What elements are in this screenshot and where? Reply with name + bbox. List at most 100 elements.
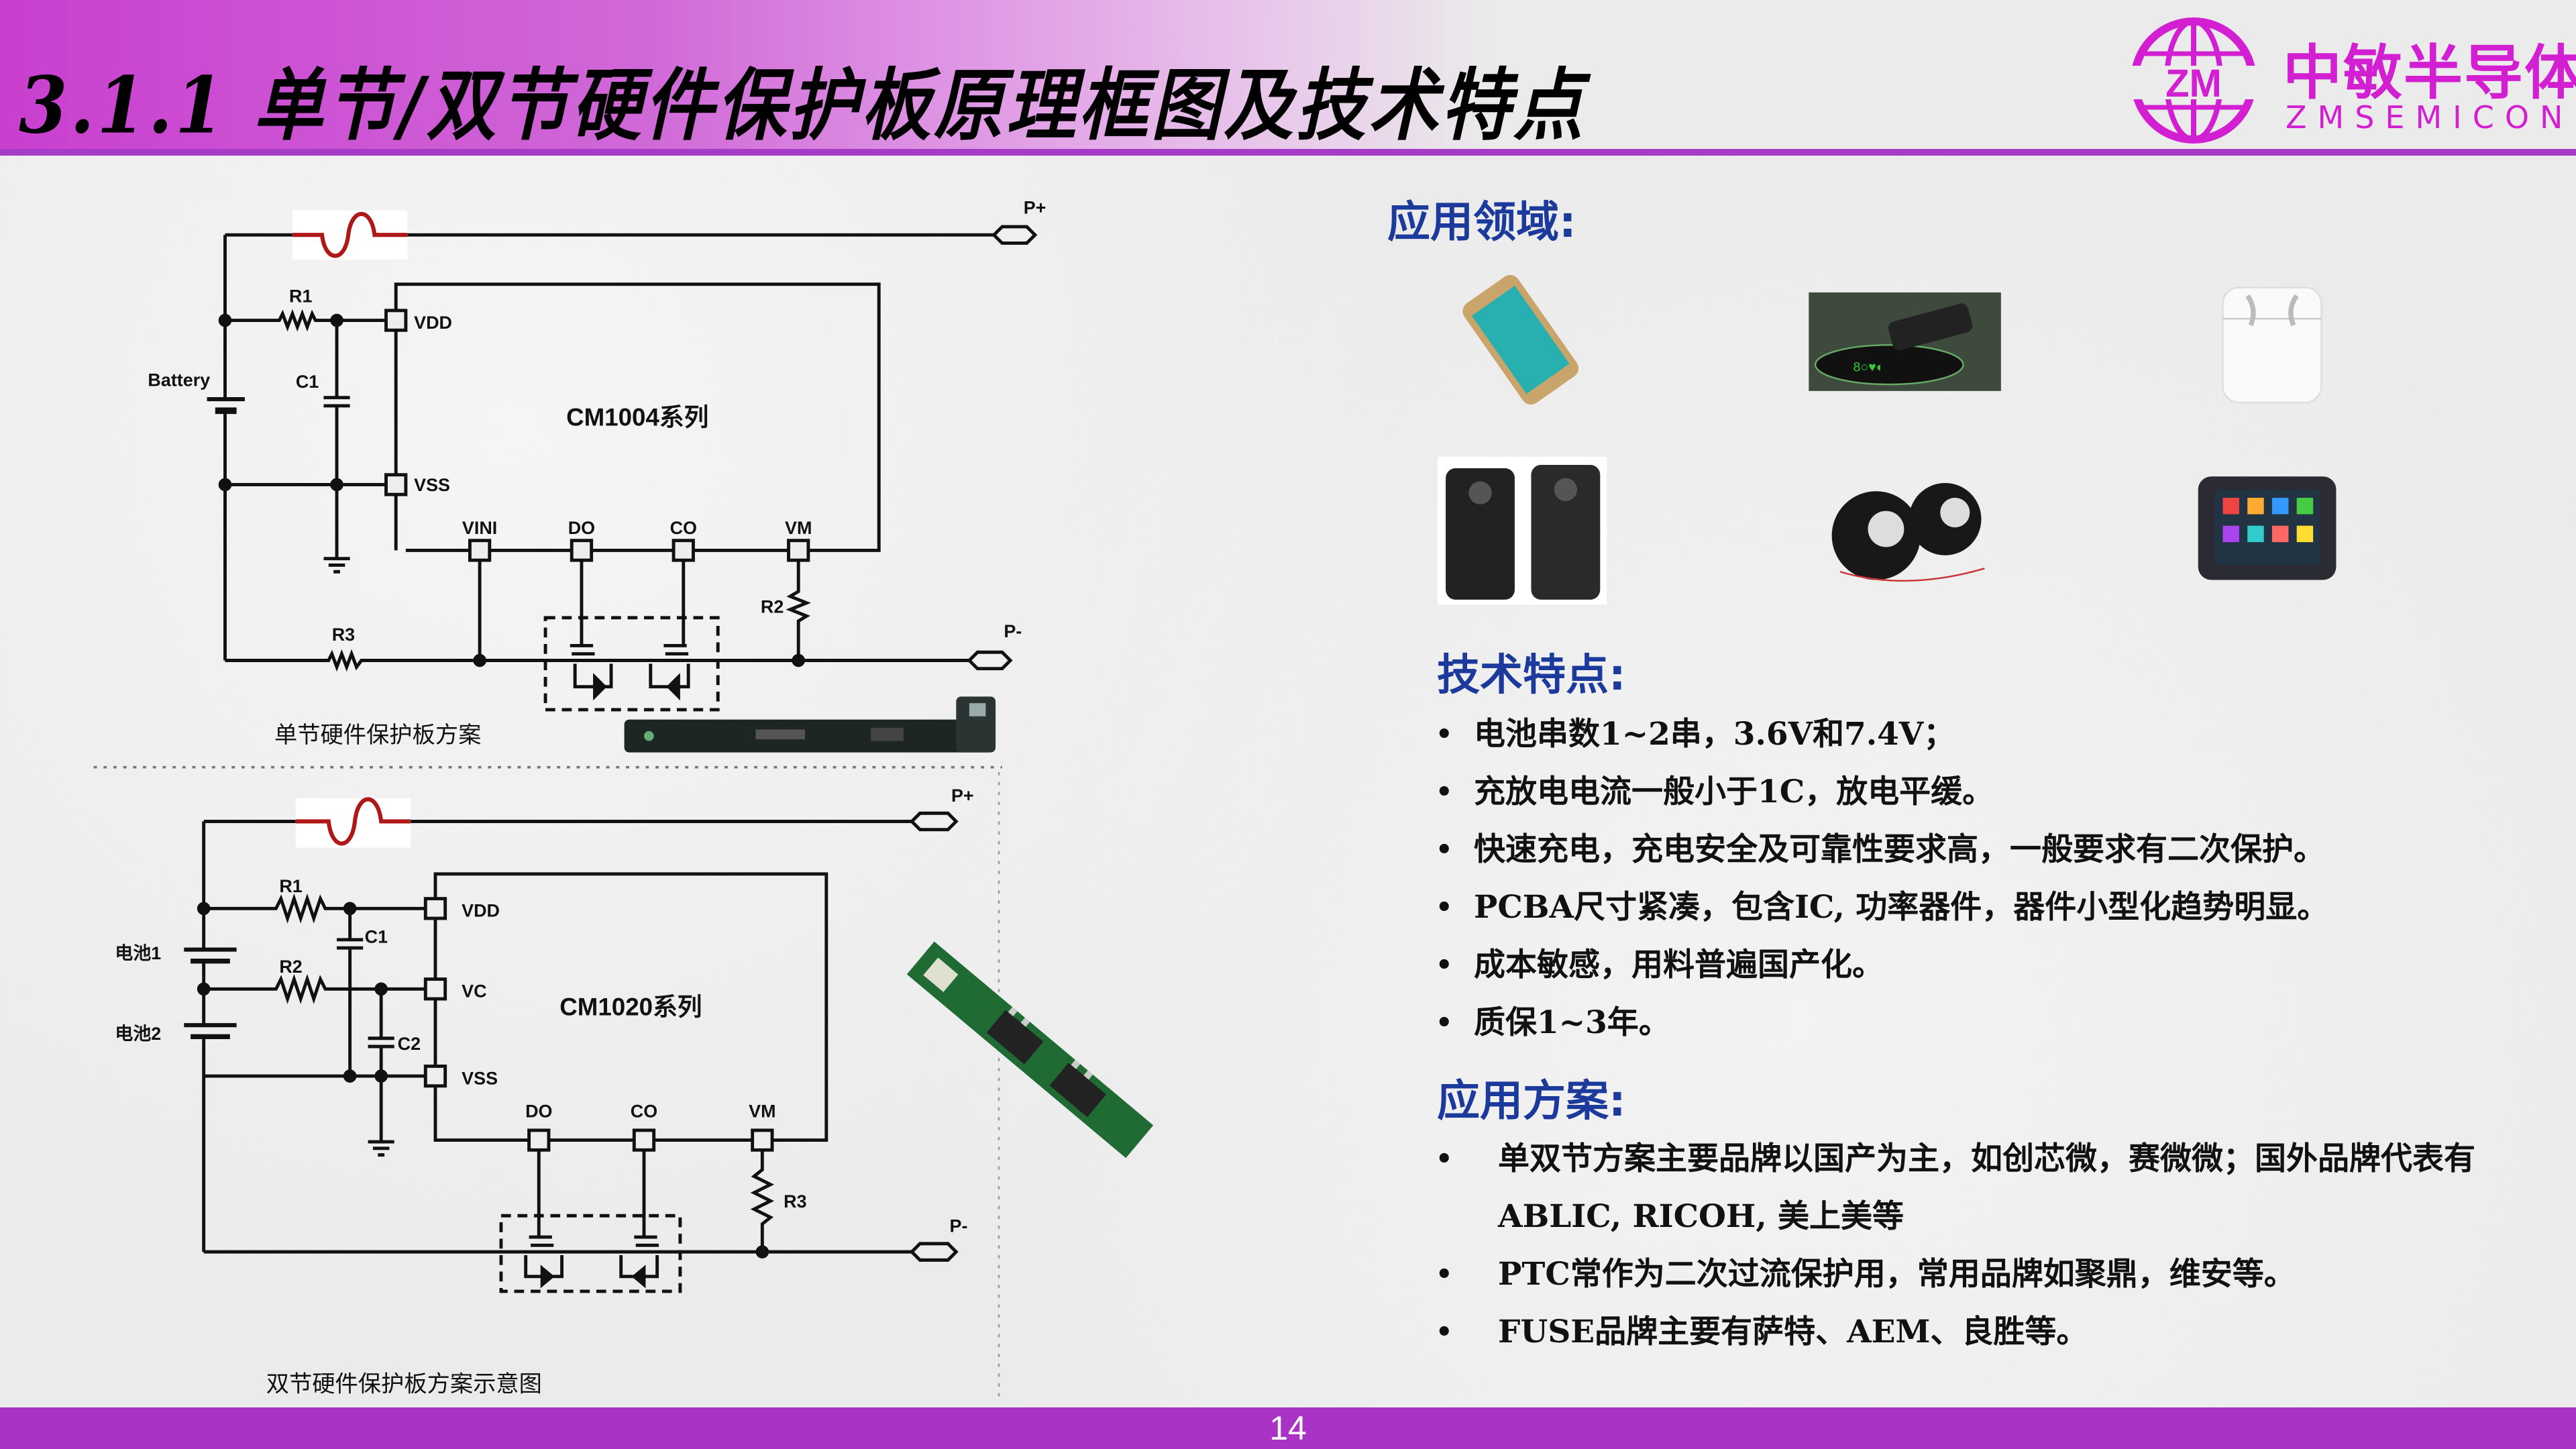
bullet-icon: • xyxy=(1436,776,1453,808)
smartphone-image xyxy=(1462,274,1579,405)
page-number: 14 xyxy=(1269,1409,1307,1447)
feature-text: 快速充电，充电安全及可靠性要求高，一般要求有二次保护。 xyxy=(1474,831,2325,868)
smart-band-image: 8○♥◐ xyxy=(1809,292,2001,391)
pin-vm: VM xyxy=(785,518,812,538)
capacitor-c1 xyxy=(323,320,350,559)
label-c2: C2 xyxy=(398,1034,421,1054)
dual-cell-caption: 双节硬件保护板方案示意图 xyxy=(266,1371,542,1397)
pin-do: DO xyxy=(568,518,595,538)
footer-bar xyxy=(0,1407,2576,1449)
pin-do: DO xyxy=(525,1101,552,1121)
pin-vss: VSS xyxy=(414,475,450,495)
pin-co: CO xyxy=(631,1101,657,1121)
label-r2: R2 xyxy=(761,596,784,616)
feature-text: 质保1~3年。 xyxy=(1474,1004,1670,1041)
pin-vss: VSS xyxy=(462,1068,498,1088)
bullet-icon: • xyxy=(1436,718,1453,750)
chip-label: CM1020系列 xyxy=(559,993,702,1020)
single-cell-pcb-image xyxy=(624,696,996,753)
label-r3: R3 xyxy=(332,625,355,645)
p-plus-terminal xyxy=(909,811,959,832)
p-plus-terminal xyxy=(991,225,1038,245)
ground-icon xyxy=(323,557,350,574)
body-camera-image xyxy=(1437,456,1607,605)
logo-name-cn: 中敏半导体 xyxy=(2283,38,2576,107)
list-item: • 电池串数1~2串，3.6V和7.4V； xyxy=(1436,706,2563,763)
feature-text: PCBA尺寸紧凑，包含IC, 功率器件，器件小型化趋势明显。 xyxy=(1474,889,2329,926)
list-item: • PTC常作为二次过流保护用，常用品牌如聚鼎，维安等。 xyxy=(1436,1246,2509,1303)
page-title: 3.1.1 单节/双节硬件保护板原理框图及技术特点 xyxy=(19,58,1586,152)
label-p-minus: P- xyxy=(1004,621,1022,641)
features-list: •电池串数1~2串，3.6V和7.4V； •充放电电流一般小于1C，放电平缓。 … xyxy=(1436,706,2563,1052)
bullet-icon: • xyxy=(1436,834,1453,865)
label-p-plus: P+ xyxy=(951,786,974,806)
label-r3: R3 xyxy=(784,1191,806,1212)
fuse-symbol xyxy=(292,212,408,258)
features-heading: 技术特点: xyxy=(1437,651,1626,700)
applications-heading: 应用领域: xyxy=(1387,198,1576,248)
solutions-heading: 应用方案: xyxy=(1437,1077,1626,1126)
feature-text: 电池串数1~2串，3.6V和7.4V； xyxy=(1474,716,1955,753)
bullet-icon: • xyxy=(1436,1007,1453,1038)
list-item: • FUSE品牌主要有萨特、AEM、良胜等。 xyxy=(1436,1303,2509,1361)
feature-text: 成本敏感，用料普遍国产化。 xyxy=(1474,947,1884,983)
label-r1: R1 xyxy=(279,876,302,896)
bullet-icon: • xyxy=(1436,949,1453,981)
single-cell-schematic xyxy=(207,210,1038,712)
resistor-r2 xyxy=(203,973,426,1004)
solution-text: 单双节方案主要品牌以国产为主，如创芯微，赛微微；国外品牌代表有ABLIC, RI… xyxy=(1498,1140,2475,1235)
pin-vm: VM xyxy=(749,1101,775,1121)
single-cell-caption: 单节硬件保护板方案 xyxy=(274,722,481,749)
ic-box-cm1004 xyxy=(394,282,881,552)
list-item: • 充放电电流一般小于1C，放电平缓。 xyxy=(1436,763,2563,821)
list-item: • 单双节方案主要品牌以国产为主，如创芯微，赛微微；国外品牌代表有ABLIC, R… xyxy=(1436,1130,2509,1246)
logo-name-en: ZMSEMICON xyxy=(2286,99,2574,136)
tablet-image xyxy=(2198,476,2337,580)
bullet-icon: • xyxy=(1436,1316,1453,1348)
company-logo: ZM 中敏半导体 ZMSEMICON xyxy=(2130,13,2576,148)
label-battery1: 电池1 xyxy=(115,943,161,963)
capacitor-c1 xyxy=(337,908,364,1077)
bullet-icon: • xyxy=(1436,892,1453,923)
pin-vc: VC xyxy=(462,981,486,1002)
label-c1: C1 xyxy=(365,927,388,947)
speakers-image xyxy=(1831,483,1985,582)
label-c1: C1 xyxy=(296,372,319,392)
list-item: • PCBA尺寸紧凑，包含IC, 功率器件，器件小型化趋势明显。 xyxy=(1436,879,2563,936)
label-p-minus: P- xyxy=(950,1216,968,1236)
pin-vdd: VDD xyxy=(414,313,452,333)
label-p-plus: P+ xyxy=(1024,197,1046,217)
p-minus-terminal xyxy=(967,650,1013,671)
label-battery2: 电池2 xyxy=(115,1024,161,1044)
list-item: • 快速充电，充电安全及可靠性要求高，一般要求有二次保护。 xyxy=(1436,821,2563,879)
solutions-list: • 单双节方案主要品牌以国产为主，如创芯微，赛微微；国外品牌代表有ABLIC, R… xyxy=(1436,1130,2509,1361)
header-divider xyxy=(0,149,2576,156)
pin-vdd: VDD xyxy=(462,901,500,921)
resistor-r3 xyxy=(225,649,969,672)
label-r1: R1 xyxy=(289,286,312,307)
pin-co: CO xyxy=(670,518,697,538)
resistor-r1 xyxy=(203,893,426,924)
dual-cell-pcb-image xyxy=(906,941,1154,1159)
svg-text:8○♥◐: 8○♥◐ xyxy=(1853,360,1884,374)
label-battery: Battery xyxy=(148,370,210,390)
solution-text: FUSE品牌主要有萨特、AEM、良胜等。 xyxy=(1498,1313,2088,1350)
chip-label: CM1004系列 xyxy=(566,403,708,431)
solution-text: PTC常作为二次过流保护用，常用品牌如聚鼎，维安等。 xyxy=(1498,1256,2296,1293)
resistor-r1 xyxy=(225,309,386,332)
ground-icon xyxy=(368,1140,394,1157)
bullet-icon: • xyxy=(1436,1258,1453,1290)
label-r2: R2 xyxy=(279,957,302,977)
list-item: • 质保1~3年。 xyxy=(1436,994,2563,1052)
list-item: • 成本敏感，用料普遍国产化。 xyxy=(1436,936,2563,994)
globe-logo-icon: ZM xyxy=(2130,17,2257,144)
feature-text: 充放电电流一般小于1C，放电平缓。 xyxy=(1474,773,1994,810)
earbuds-case-image xyxy=(2222,286,2322,404)
ic-box-cm1020 xyxy=(433,872,828,1142)
dual-cell-schematic xyxy=(184,797,959,1293)
mosfet-pair xyxy=(499,1214,682,1293)
pin-vini: VINI xyxy=(462,518,497,538)
bullet-icon: • xyxy=(1436,1143,1453,1175)
capacitor-c2 xyxy=(368,989,394,1142)
